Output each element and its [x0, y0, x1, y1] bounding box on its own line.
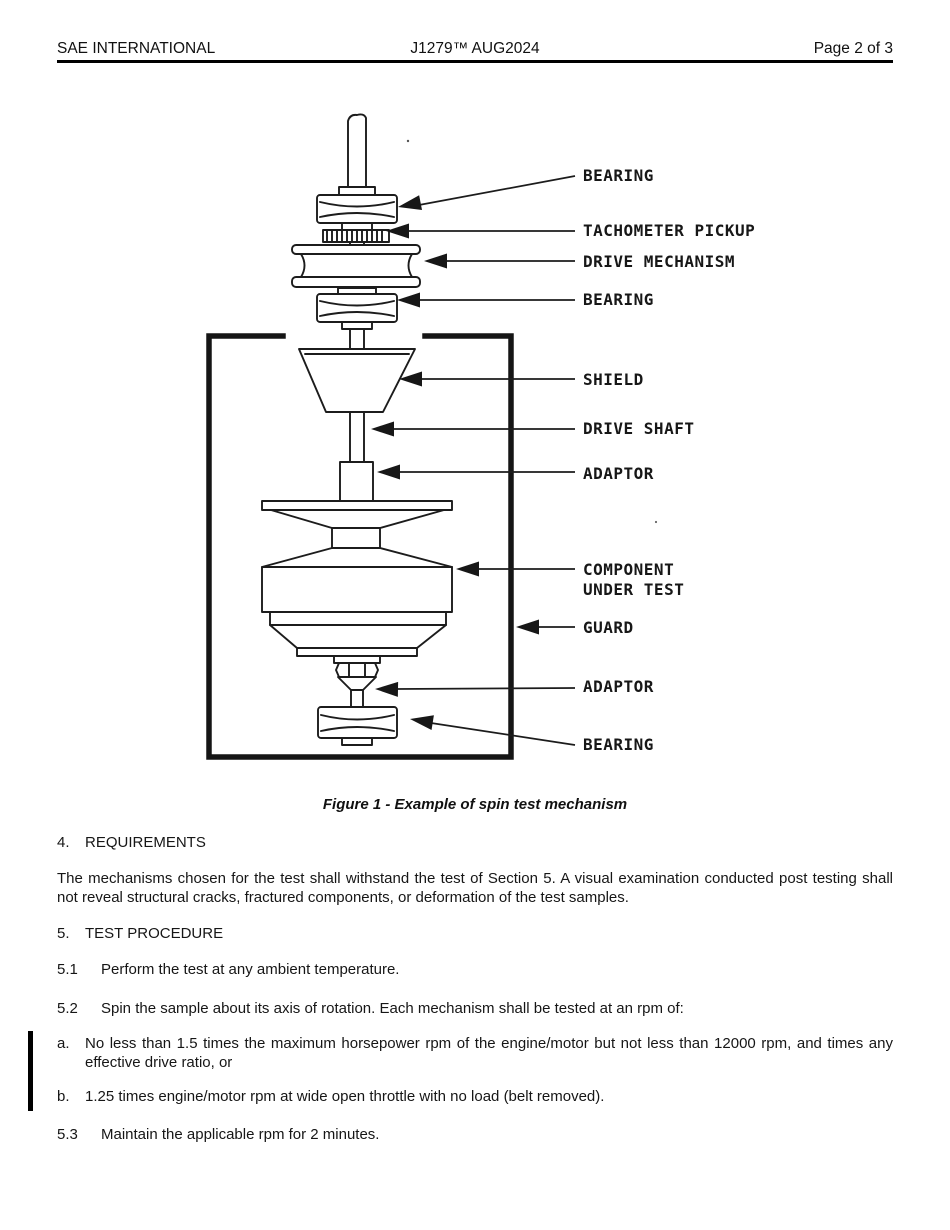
procedure-item-5-1: 5.1 Perform the test at any ambient temp… [57, 960, 893, 979]
item-number: 5.1 [57, 961, 78, 978]
figure-label-bearing-upper: BEARING [583, 290, 654, 309]
section-title: REQUIREMENTS [85, 834, 206, 851]
figure-label-shield: SHIELD [583, 370, 644, 389]
procedure-item-b: b. 1.25 times engine/motor rpm at wide o… [57, 1087, 893, 1106]
item-text: Perform the test at any ambient temperat… [101, 961, 400, 978]
item-text: No less than 1.5 times the maximum horse… [85, 1035, 893, 1071]
header-rule [57, 60, 893, 63]
item-number: 5.3 [57, 1126, 78, 1143]
spin-test-mechanism-diagram: BEARING TACHOMETER PICKUP DRIVE MECHANIS… [206, 113, 755, 760]
section-5-heading: 5. TEST PROCEDURE [57, 924, 893, 943]
procedure-item-a: a. No less than 1.5 times the maximum ho… [57, 1034, 893, 1072]
section-number: 4. [57, 834, 70, 851]
leader-arrowheads [371, 195, 539, 731]
figure-label-guard: GUARD [583, 618, 634, 637]
procedure-item-5-3: 5.3 Maintain the applicable rpm for 2 mi… [57, 1125, 893, 1144]
figure-label-tachometer-pickup: TACHOMETER PICKUP [583, 221, 755, 240]
header-document-number: J1279™ AUG2024 [410, 40, 540, 57]
section-4-heading: 4. REQUIREMENTS [57, 833, 893, 852]
item-text: Spin the sample about its axis of rotati… [101, 1000, 684, 1017]
item-number: 5.2 [57, 1000, 78, 1017]
item-number: a. [57, 1035, 70, 1052]
figure-label-drive-shaft: DRIVE SHAFT [583, 419, 694, 438]
item-number: b. [57, 1088, 70, 1105]
mechanism-parts [261, 113, 658, 746]
header-publisher: SAE INTERNATIONAL [57, 40, 216, 57]
section-number: 5. [57, 925, 70, 942]
header-page-number: Page 2 of 3 [813, 40, 893, 57]
section-title: TEST PROCEDURE [85, 925, 224, 942]
procedure-item-5-2: 5.2 Spin the sample about its axis of ro… [57, 999, 893, 1018]
figure-label-adaptor-lower: ADAPTOR [583, 677, 654, 696]
requirements-paragraph: The mechanisms chosen for the test shall… [57, 870, 893, 906]
figure-label-bearing-bottom: BEARING [583, 735, 654, 754]
figure-label-drive-mechanism: DRIVE MECHANISM [583, 252, 735, 271]
guard-outline [206, 333, 514, 760]
revision-change-bar [28, 1031, 33, 1111]
figure-label-bearing-top: BEARING [583, 166, 654, 185]
figure-label-under-test: UNDER TEST [583, 580, 684, 599]
figure-caption: Figure 1 - Example of spin test mechanis… [322, 796, 628, 813]
figure-label-adaptor-upper: ADAPTOR [583, 464, 654, 483]
figure-label-component: COMPONENT [583, 560, 674, 579]
item-text: 1.25 times engine/motor rpm at wide open… [85, 1088, 605, 1105]
leader-lines [392, 175, 576, 746]
item-text: Maintain the applicable rpm for 2 minute… [101, 1126, 380, 1143]
